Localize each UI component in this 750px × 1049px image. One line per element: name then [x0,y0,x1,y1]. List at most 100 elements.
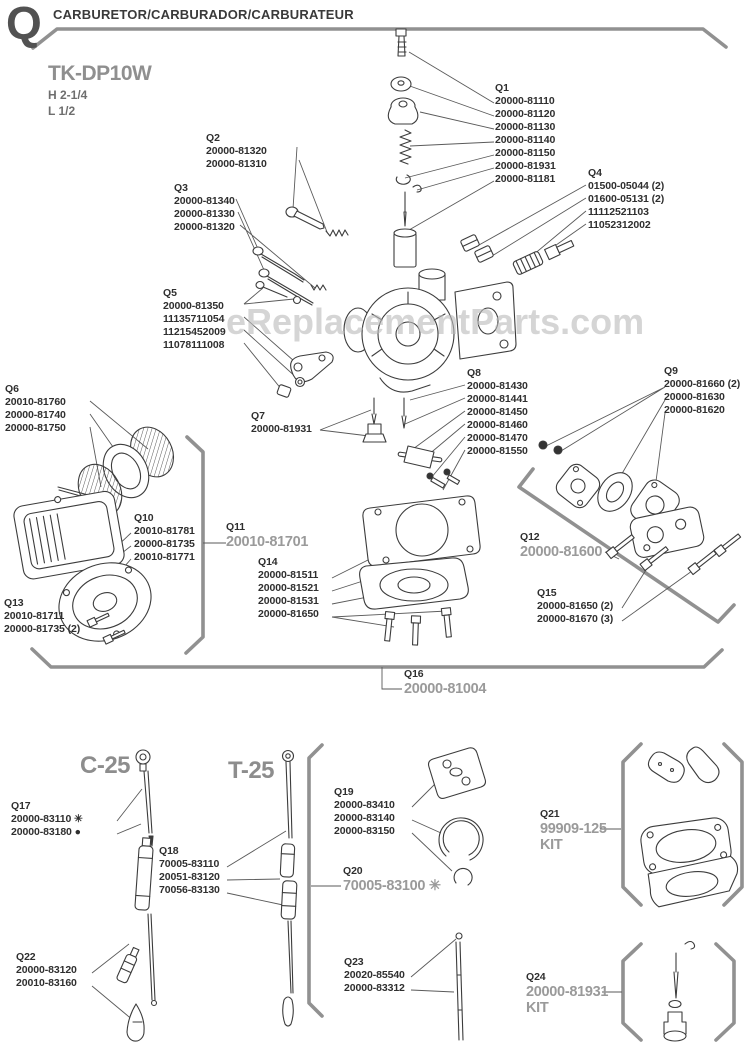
callout-id: Q16 [404,668,424,680]
mount-ring [58,562,152,642]
callout-id: Q12 [520,531,540,543]
callout-id: Q24 [526,971,546,983]
callout-id: Q9 [664,365,678,377]
callout-id: Q21 [540,808,560,820]
throttle-lever-parts [255,280,334,398]
part-number: 01500-05044 (2) [588,180,665,192]
part-number: KIT [526,1000,549,1016]
part-number: 20000-81735 [134,538,195,550]
section-title-c25: C-25 [80,752,131,779]
part-number: 99909-125 [540,821,607,837]
part-number: 20000-81120 [495,108,556,120]
callout-id: Q17 [11,800,31,812]
part-number: 20000-83312 [344,982,405,994]
part-number: 20000-81620 [664,404,725,416]
part-number: 20010-81701 [226,534,309,550]
section-title-t25: T-25 [228,757,275,784]
bracket-bottom-assembly [30,647,724,669]
header-rule [31,27,728,50]
bracket-q21-kit-right [722,742,744,907]
part-number: 20000-81630 [664,391,725,403]
part-number: 20000-83150 [334,825,395,837]
part-number: 11135711054 [163,313,225,325]
q21-kit-parts [640,746,739,908]
part-number: 20000-81004 [404,681,487,697]
callout-id: Q23 [344,956,364,968]
callout-id: Q22 [16,951,36,963]
part-number: 20000-83180 ● [11,826,81,838]
part-number: 20000-81740 [5,409,66,421]
callout-id: Q7 [251,410,265,422]
part-number: 70056-83130 [159,884,220,896]
part-number: 20000-83110 ✳ [11,813,83,825]
part-number: 01600-05131 (2) [588,193,665,205]
q24-kit-parts [663,940,696,1042]
part-number: 20000-81320 [206,145,267,157]
page-title: CARBURETOR/CARBURADOR/CARBURATEUR [53,7,354,22]
bracket-q24-kit-right [714,942,736,1042]
part-number: 20000-81350 [163,300,224,312]
part-number: 11052312002 [588,219,651,231]
part-number: 20051-83120 [159,871,220,883]
callout-id: Q1 [495,82,509,94]
part-number: 20000-81600 [520,544,603,560]
group-brackets [30,27,744,1042]
callout-id: Q11 [226,521,245,533]
bracket-q11-group [184,435,205,655]
bracket-pump-group [517,467,736,624]
callout-id: Q2 [206,132,220,144]
part-number: 20000-81320 [174,221,235,233]
part-number: 20010-81781 [134,525,195,537]
mount-hardware [460,234,575,275]
part-number: 20000-81650 [258,608,319,620]
model-block: TK-DP10W H 2-1/4 L 1/2 [48,62,152,118]
c25-cable [134,749,158,1007]
part-number: 20000-81110 [495,95,555,107]
part-art [13,28,742,1042]
idle-screw-parts [387,28,422,268]
part-number: 20000-81181 [495,173,556,185]
part-number: 20000-83120 [16,964,77,976]
throttle-rod [455,932,464,1041]
part-number: 70005-83100 ✳ [343,878,441,894]
part-number: 20000-81931 [526,984,609,1000]
callout-id: Q8 [467,367,481,379]
t25-cable [279,749,298,1027]
part-number: 20000-81735 (2) [4,623,81,635]
part-number: 20000-81450 [467,406,528,418]
part-number: 20000-81511 [258,569,319,581]
part-number: 20010-81760 [5,396,66,408]
part-number: 20000-81441 [467,393,528,405]
adjust-screws [252,206,349,306]
part-number: 20000-81670 (3) [537,613,614,625]
cover-screws [86,612,126,645]
callout-id: Q19 [334,786,354,798]
part-number: 20000-81340 [174,195,235,207]
part-number: 20010-81771 [134,551,195,563]
part-number: 20000-81430 [467,380,528,392]
part-number: 20000-81550 [467,445,528,457]
callout-id: Q20 [343,865,363,877]
part-number: 20000-81650 (2) [537,600,614,612]
part-number: 20000-83140 [334,812,395,824]
spec-l: L 1/2 [48,104,76,118]
part-number: 20000-81931 [495,160,556,172]
part-number: 11215452009 [163,326,226,338]
bracket-t25-group [307,743,324,1018]
spec-h: H 2-1/4 [48,88,88,102]
part-number: 20000-81521 [258,582,319,594]
